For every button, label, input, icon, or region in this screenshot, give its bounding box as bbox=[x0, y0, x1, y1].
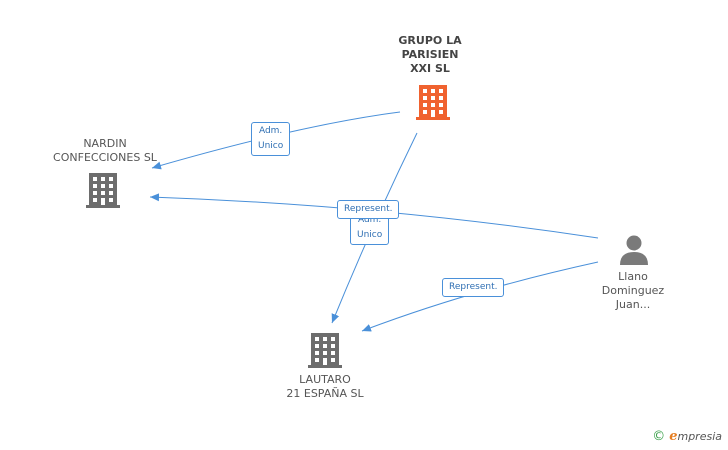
copyright-symbol: © bbox=[652, 429, 666, 444]
node-label-lautaro[interactable]: LAUTARO 21 ESPAÑA SL bbox=[286, 373, 364, 400]
node-label-nardin[interactable]: NARDIN CONFECCIONES SL bbox=[53, 137, 157, 164]
building-icon[interactable] bbox=[308, 332, 342, 368]
building-icon[interactable] bbox=[416, 84, 450, 120]
person-icon[interactable] bbox=[618, 234, 650, 266]
edge-label-represent[interactable]: Represent. bbox=[337, 200, 400, 219]
brand-name: mpresia bbox=[677, 430, 722, 443]
node-label-grupo[interactable]: GRUPO LA PARISIEN XXI SL bbox=[398, 34, 462, 75]
brand-watermark: ©empresia bbox=[652, 429, 722, 444]
edge-label-represent[interactable]: Represent. bbox=[442, 278, 505, 297]
node-label-llano[interactable]: Llano Dominguez Juan... bbox=[601, 270, 665, 311]
brand-logo-initial: e bbox=[669, 429, 678, 444]
edge-label-adm-unico[interactable]: Adm. Unico bbox=[251, 122, 291, 156]
building-icon[interactable] bbox=[86, 172, 120, 208]
